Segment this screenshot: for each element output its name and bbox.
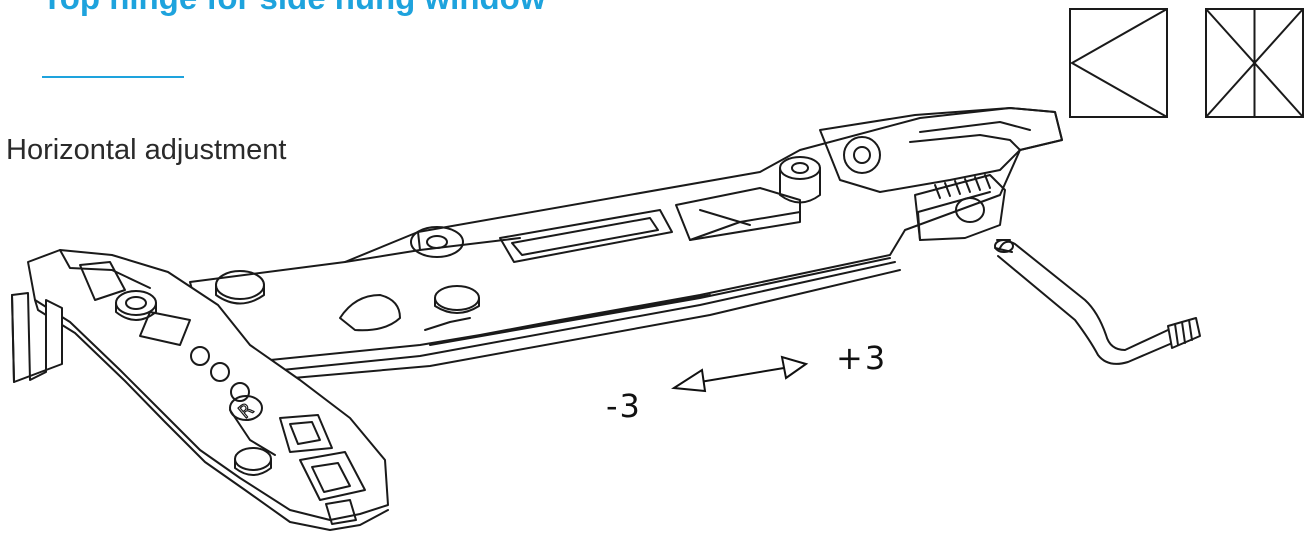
adjustment-arrow [671, 355, 809, 393]
arrow-head-left [671, 368, 707, 393]
hinge-arm [189, 107, 1063, 381]
tilt-turn-window-symbol-icon [1205, 8, 1304, 118]
arrow-head-right [780, 355, 809, 380]
page-title: Top hinge for side hung window [42, 0, 546, 18]
adjustment-minus-label: -3 [606, 387, 642, 425]
hex-key [994, 239, 1201, 365]
title-underline [42, 76, 184, 78]
arrow-shaft [699, 367, 785, 383]
hinge-rail: R [11, 249, 389, 531]
side-hung-window-symbol-icon [1069, 8, 1168, 118]
adjustment-plus-label: +3 [836, 339, 888, 377]
section-subtitle: Horizontal adjustment [6, 134, 287, 166]
